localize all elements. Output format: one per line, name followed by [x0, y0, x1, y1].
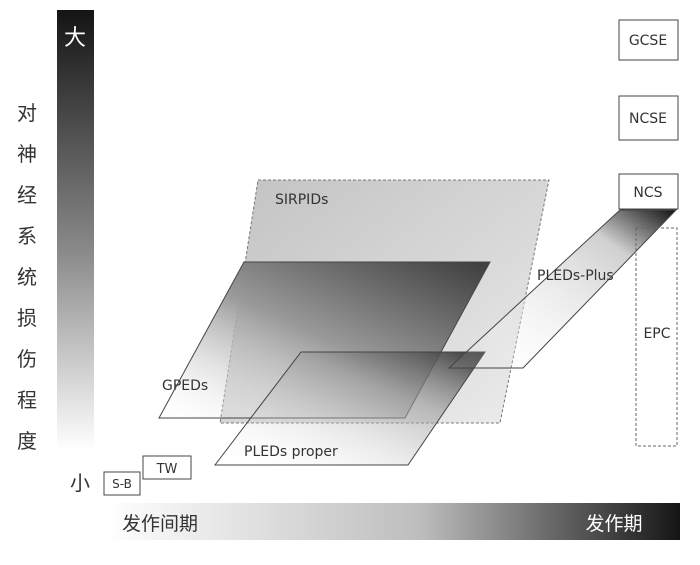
y-axis-title: 对 神 经 系 统 损 伤 程 度: [17, 101, 37, 453]
y-axis-bottom-label: 小: [70, 471, 90, 495]
tw-label: TW: [156, 462, 178, 477]
epc-label: EPC: [643, 326, 670, 342]
x-axis-gradient-bar: [105, 503, 680, 540]
epc-box: [635, 227, 678, 447]
y-axis-top-label: 大: [64, 26, 86, 51]
sirpids-label: SIRPIDs: [275, 192, 328, 208]
y-axis-title-char: 度: [17, 429, 37, 453]
pleds-plus-region: [447, 209, 678, 369]
gpeds-label: GPEDs: [162, 378, 208, 394]
y-axis-title-char: 程: [17, 388, 37, 412]
sb-box: [103, 471, 141, 496]
gcse-box: [618, 19, 679, 61]
ncse-box: [618, 95, 679, 141]
pleds-proper-region: [213, 351, 486, 466]
y-axis-gradient-bar: [57, 10, 94, 450]
gcse-label: GCSE: [629, 33, 667, 49]
x-axis-right-label: 发作期: [585, 513, 642, 535]
y-axis-title-char: 对: [17, 101, 37, 125]
pleds-proper-label: PLEDs proper: [244, 444, 338, 460]
y-axis-title-char: 经: [17, 183, 37, 207]
y-axis-title-char: 神: [17, 142, 37, 166]
y-axis-title-char: 系: [17, 224, 37, 248]
sb-label: S-B: [112, 477, 132, 491]
ncs-box: [618, 173, 679, 210]
tw-box: [142, 455, 192, 480]
pleds-plus-label: PLEDs-Plus: [537, 268, 614, 284]
y-axis-title-char: 损: [17, 306, 37, 330]
y-axis-title-char: 统: [17, 265, 37, 289]
y-axis-title-char: 伤: [17, 347, 37, 371]
ncse-label: NCSE: [629, 111, 667, 127]
x-axis-left-label: 发作间期: [122, 513, 198, 535]
ncs-label: NCS: [633, 185, 662, 201]
